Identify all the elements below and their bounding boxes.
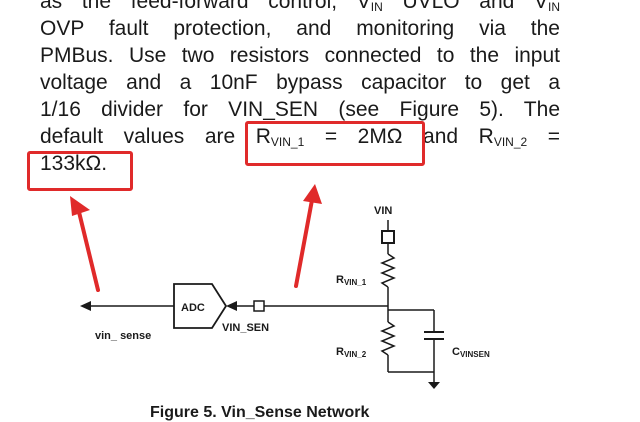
adc-block: [173, 283, 237, 329]
output-arrow-head: [80, 301, 91, 311]
vin-label: VIN: [374, 205, 392, 217]
capacitor-cvinsen: [424, 331, 444, 340]
datasheet-paragraph: as the feed-forward control, VIN UVLO an…: [40, 0, 560, 177]
paragraph-line-3: PMBus. Use two resistors connected to th…: [40, 44, 560, 67]
paragraph-line-1: as the feed-forward control, VIN UVLO an…: [40, 0, 560, 14]
annotation-arrow-right: [294, 184, 322, 288]
paragraph-line-7: 133kΩ.: [40, 152, 108, 175]
figure-caption: Figure 5. Vin_Sense Network: [150, 404, 370, 421]
paragraph-line-4: voltage and a 10nF bypass capacitor to g…: [40, 71, 560, 94]
vin-pin: [381, 230, 395, 244]
adc-label: ADC: [181, 302, 205, 314]
resistor-rvin1: [380, 253, 396, 288]
vin-sen-pin: [253, 300, 265, 312]
annotation-arrow-left: [70, 196, 100, 292]
paragraph-line-5: 1/16 divider for VIN_SEN (see Figure 5).…: [40, 98, 560, 121]
ground-icon: [428, 382, 440, 389]
rvin2-label: RVIN_2: [336, 346, 367, 359]
vin-sense-label: vin_ sense: [95, 330, 151, 342]
paragraph-line-2: OVP fault protection, and monitoring via…: [40, 17, 560, 40]
cvinsen-label: CVINSEN: [452, 346, 490, 359]
paragraph-line-6: default values are RVIN_1 = 2MΩ and RVIN…: [40, 125, 560, 149]
vin-sen-label: VIN_SEN: [222, 322, 269, 334]
resistor-rvin2: [380, 321, 396, 356]
rvin1-label: RVIN_1: [336, 274, 367, 287]
